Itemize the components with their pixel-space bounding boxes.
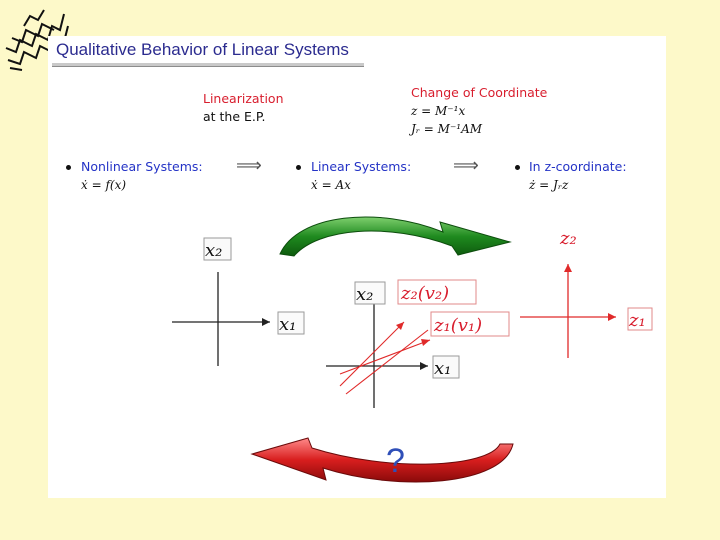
center-axes <box>326 304 428 408</box>
change-of-coordinate-heading: Change of Coordinate <box>411 85 548 100</box>
slide-title: Qualitative Behavior of Linear Systems <box>56 40 349 59</box>
change-of-coordinate-eq1: z = M⁻¹x <box>411 104 466 118</box>
left-axes <box>172 272 270 366</box>
question-mark: ? <box>386 442 405 480</box>
eigenvector-lines <box>339 321 431 395</box>
linearization-heading: Linearization <box>203 91 284 106</box>
center-x-label-box <box>432 355 460 379</box>
right-axes <box>520 264 616 358</box>
center-y-label-box <box>354 281 386 305</box>
bullet-z-coordinate <box>515 165 520 170</box>
bullet-nonlinear-eq: ẋ = f(x) <box>81 178 127 192</box>
bullet-nonlinear <box>66 165 71 170</box>
v2-arrowhead <box>396 322 404 330</box>
center-x-arrowhead <box>420 362 428 370</box>
bullet-linear-label: Linear Systems: <box>311 159 412 174</box>
bullet-nonlinear-label: Nonlinear Systems: <box>81 159 203 174</box>
backward-curved-arrow <box>250 437 514 483</box>
forward-curved-arrow <box>279 216 512 257</box>
coordinate-diagram: x₂ x₁ x₂ x₁ z₂(v₂) z₁(v₁) z₂ z₁ ? <box>172 216 653 483</box>
left-x-arrowhead <box>262 318 270 326</box>
right-x-label-box <box>627 307 653 331</box>
right-y-arrowhead <box>564 264 572 272</box>
left-x-label: x₁ <box>279 314 296 335</box>
v2-label: z₂(v₂) <box>400 283 449 304</box>
right-x-arrowhead <box>608 313 616 321</box>
left-y-label-box <box>203 237 232 261</box>
center-x-label: x₁ <box>434 358 451 379</box>
bullet-linear <box>296 165 301 170</box>
v1-label-box <box>430 311 510 337</box>
right-x-label: z₁ <box>628 310 646 331</box>
center-y-label: x₂ <box>356 284 373 305</box>
v2-label-box <box>397 279 477 305</box>
v1-arrowhead <box>421 339 430 346</box>
v1-label: z₁(v₁) <box>433 315 482 336</box>
title-underline <box>52 63 364 67</box>
left-x-label-box <box>277 311 305 335</box>
right-y-label: z₂ <box>559 228 577 249</box>
bullet-linear-eq: ẋ = Ax <box>311 178 351 192</box>
linearization-sub: at the E.P. <box>203 109 266 124</box>
change-of-coordinate-eq2: Jᵣ = M⁻¹AM <box>411 122 483 136</box>
left-y-label: x₂ <box>205 240 222 261</box>
bullet-z-coordinate-label: In z-coordinate: <box>529 159 627 174</box>
slide-content: Qualitative Behavior of Linear Systems L… <box>48 36 666 498</box>
implies-arrow-1: ⟹ <box>236 155 262 176</box>
bullet-z-coordinate-eq: ż = Jᵣz <box>529 178 569 192</box>
implies-arrow-2: ⟹ <box>453 155 479 176</box>
